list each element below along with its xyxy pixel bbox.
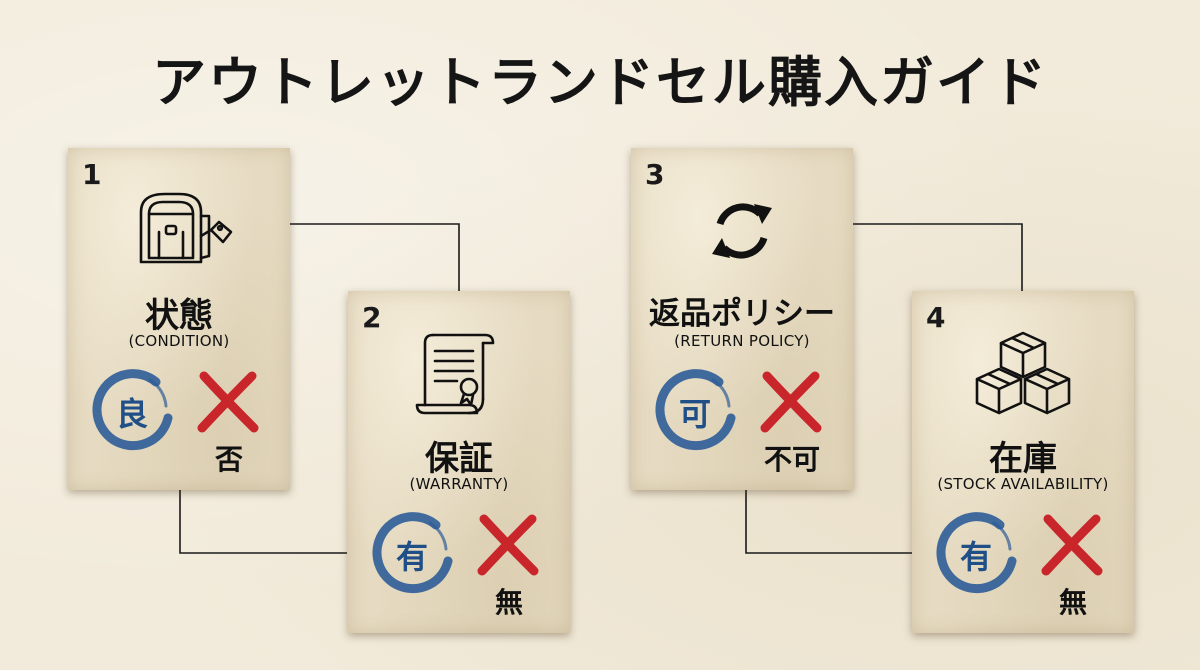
bad-mark: 無 [1058, 586, 1087, 619]
enso-circle-icon [92, 369, 173, 451]
randoseru-backpack-icon [139, 192, 233, 264]
stacked-boxes-icon [975, 331, 1071, 415]
good-mark: 有 [395, 538, 428, 576]
card-return-policy: 3 返品ポリシー (RETURN POLICY) 可 不可 [631, 148, 853, 490]
card-title: 在庫 [989, 439, 1057, 479]
card-warranty: 2 保証 (WARRANTY) 有 無 [348, 291, 570, 633]
enso-circle-icon [372, 512, 453, 594]
card-number: 2 [362, 301, 382, 334]
cross-x-icon [760, 371, 822, 433]
card-number: 4 [926, 301, 946, 334]
card-subtitle: (RETURN POLICY) [674, 332, 810, 350]
card-subtitle: (STOCK AVAILABILITY) [937, 475, 1109, 493]
good-mark: 良 [115, 395, 148, 433]
cross-x-icon [477, 514, 539, 576]
page-title: アウトレットランドセル購入ガイド [152, 50, 1048, 114]
card-stock-availability: 4 在庫 (STOCK AVAILABILITY) 有 無 [912, 291, 1134, 633]
connector-1-2-top [290, 223, 460, 291]
card-title: 保証 [425, 439, 493, 479]
bad-mark: 不可 [763, 443, 820, 476]
cross-x-icon [197, 371, 259, 433]
card-condition: 1 状態 (CONDITION) 良 否 [68, 148, 290, 490]
refresh-arrows-icon [712, 203, 772, 259]
connector-3-4-bottom [745, 490, 912, 554]
good-mark: 可 [678, 395, 711, 433]
card-number: 3 [645, 158, 665, 191]
card-title: 返品ポリシー [649, 296, 835, 332]
certificate-scroll-icon [415, 333, 495, 415]
good-mark: 有 [959, 538, 992, 576]
enso-circle-icon [655, 369, 736, 451]
bad-mark: 否 [214, 443, 243, 476]
cross-x-icon [1041, 514, 1103, 576]
card-title: 状態 [145, 296, 213, 336]
connector-3-4-top [853, 223, 1023, 291]
card-subtitle: (CONDITION) [128, 332, 230, 350]
card-number: 1 [82, 158, 102, 191]
connector-1-2-bottom [179, 490, 347, 554]
bad-mark: 無 [494, 586, 523, 619]
enso-circle-icon [936, 512, 1017, 594]
card-subtitle: (WARRANTY) [409, 475, 509, 493]
